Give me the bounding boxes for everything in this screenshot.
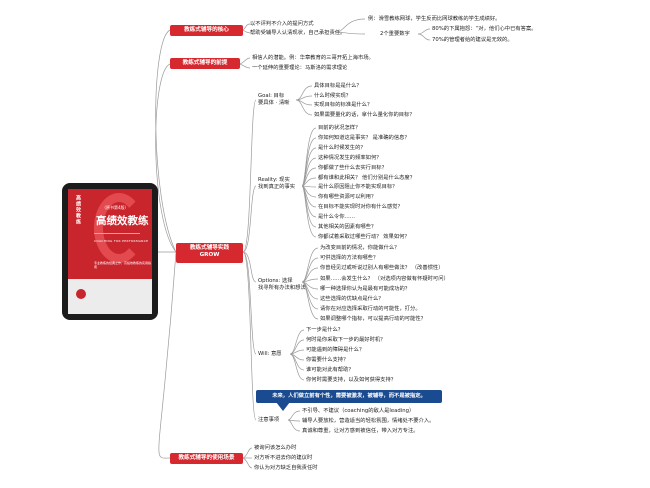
premise-item: 相信人的潜能。例：华章教育的三哥开拓上海市场。: [252, 55, 374, 61]
will-item: 你需要什么支持？: [306, 357, 349, 363]
notes-callout: 未来，人们做立前有个性，需要被激发，被辅导，而不是被指定。: [256, 390, 442, 403]
options-item: 请你在对应选择采取行动的可能性，打分。: [320, 306, 421, 312]
branch-premise[interactable]: 教练式辅导的前提: [170, 58, 240, 69]
core-numbers-label: 2个重要数字: [380, 31, 410, 37]
options-item: 这些选择的优缺点是什么？: [320, 296, 384, 302]
will-item: 可能遇到的障碍是什么？: [306, 347, 365, 353]
reality-item: 是什么原因阻止你不能实现目标？: [318, 184, 398, 190]
book-big-c-graphic: [94, 193, 144, 263]
will-label: Will: 意愿: [258, 351, 282, 357]
options-label: Options: 选择: [258, 278, 293, 284]
notes-item: 辅导人要放松，营造适当的轻松氛围，情绪处不要介入。: [302, 418, 435, 424]
notes-item: 真诚和尊重，让对方感到被信任，带入对方专注。: [302, 428, 419, 434]
book-title: 高绩效教练: [96, 215, 149, 227]
goal-sublabel: 要具体 · 清晰: [258, 100, 290, 106]
goal-item: 实现目标的标准是什么？: [314, 102, 373, 108]
reality-item: 在目标不能实现时对你有什么感觉？: [318, 204, 403, 210]
goal-item: 具体目标是是什么？: [314, 83, 362, 89]
reality-item: 其他相关的因素有哪些？: [318, 224, 377, 230]
core-number-item: 70%的管理者给的建议是无效的。: [432, 37, 513, 43]
usage-item: 对方听不进去你的建议时: [254, 455, 313, 461]
notes-item: 不引导、不建议（coaching的敌人是leading）: [302, 408, 415, 414]
notes-label: 注意事项: [258, 417, 280, 423]
central-node-sublabel: GROW: [199, 252, 220, 258]
branch-core[interactable]: 教练式辅导的核心: [170, 25, 243, 36]
book-cover: 高绩效教练 （原书第4版） 高绩效教练 COACHING FOR PERFORM…: [68, 189, 152, 314]
book-subtitle: 专业教练的经典之作，高绩效教练的实用指南: [94, 261, 152, 269]
options-item: 如果调整哪个指标，可以提高行动的可能性？: [320, 316, 426, 322]
reality-item: 你如何知道这是事实？ 是准确的信息？: [318, 135, 410, 141]
options-item: 你曾经见过或听说过别人有哪些做法？ （改善惯性）: [320, 265, 444, 271]
usage-item: 被询问该怎么办时: [254, 445, 297, 451]
reality-item: 你都试着采取过哪些行动？ 效果如何？: [318, 234, 410, 240]
options-sublabel: 找寻所有办法和想法: [258, 285, 306, 291]
options-item: 哪一种选择你认为是最有可能成功的？: [320, 286, 411, 292]
core-item: 以不评判不介入的提问方式: [250, 21, 314, 27]
usage-item: 你认为对方缺乏自我责任时: [254, 465, 318, 471]
reality-item: 都有谁和此相关？ 他们分别是什么态度？: [318, 175, 416, 181]
will-item: 你何时需要支持，以及如何获得支持？: [306, 377, 397, 383]
book-cover-tablet: 高绩效教练 （原书第4版） 高绩效教练 COACHING FOR PERFORM…: [62, 183, 158, 320]
callout-tail: [276, 402, 290, 411]
branch-usage[interactable]: 教练式辅导的使用场景: [170, 453, 243, 464]
publisher-logo-icon: [76, 289, 86, 299]
book-spine-title: 高绩效教练: [75, 195, 81, 225]
goal-label: Goal: 目标: [258, 93, 285, 99]
book-english-title: COACHING FOR PERFORMANCE: [94, 239, 149, 243]
reality-label: Reality: 现实: [258, 177, 290, 183]
central-node-label: 教练式辅导实践: [189, 245, 230, 251]
reality-item: 这种情况发生的频率如何？: [318, 155, 382, 161]
book-edition: （原书第4版）: [102, 205, 129, 210]
premise-item: 一个延伸的重要理论：马斯洛的需求理论: [252, 65, 348, 71]
options-item: 可供选择的方法有哪些？: [320, 255, 379, 261]
goal-item: 如果需要量化的话，拿什么量化你的目标？: [314, 112, 415, 118]
options-item: 如果……会发生什么？ （对选项内容做有怀疑时可问）: [320, 276, 449, 282]
options-item: 为改变目前的情况，你能做什么？: [320, 245, 400, 251]
central-node[interactable]: 教练式辅导实践 GROW: [176, 243, 243, 263]
reality-item: 你有哪些资源可以利用？: [318, 194, 377, 200]
goal-item: 什么时候实现？: [314, 93, 352, 99]
core-number-item: 80%的下属抱怨：“对，他们心中已有答案。: [432, 26, 537, 32]
core-example: 例：滑雪教练网球，学生反而比网球教练的学生成绩好。: [368, 16, 501, 22]
will-item: 谁可能对此有帮助？: [306, 367, 354, 373]
reality-item: 目前的状况怎样？: [318, 125, 361, 131]
will-item: 下一步是什么？: [306, 327, 344, 333]
reality-item: 是什么令你……: [318, 214, 356, 220]
book-divider: [94, 233, 140, 234]
reality-item: 是什么时候发生的？: [318, 145, 366, 151]
will-item: 何时是你采取下一步的最好时机？: [306, 337, 386, 343]
reality-sublabel: 找到真正的事实: [258, 184, 296, 190]
core-item: 帮助受辅导人认清现状，自己承担责任。: [250, 30, 346, 36]
reality-item: 你都做了些什么去实行目标？: [318, 165, 387, 171]
